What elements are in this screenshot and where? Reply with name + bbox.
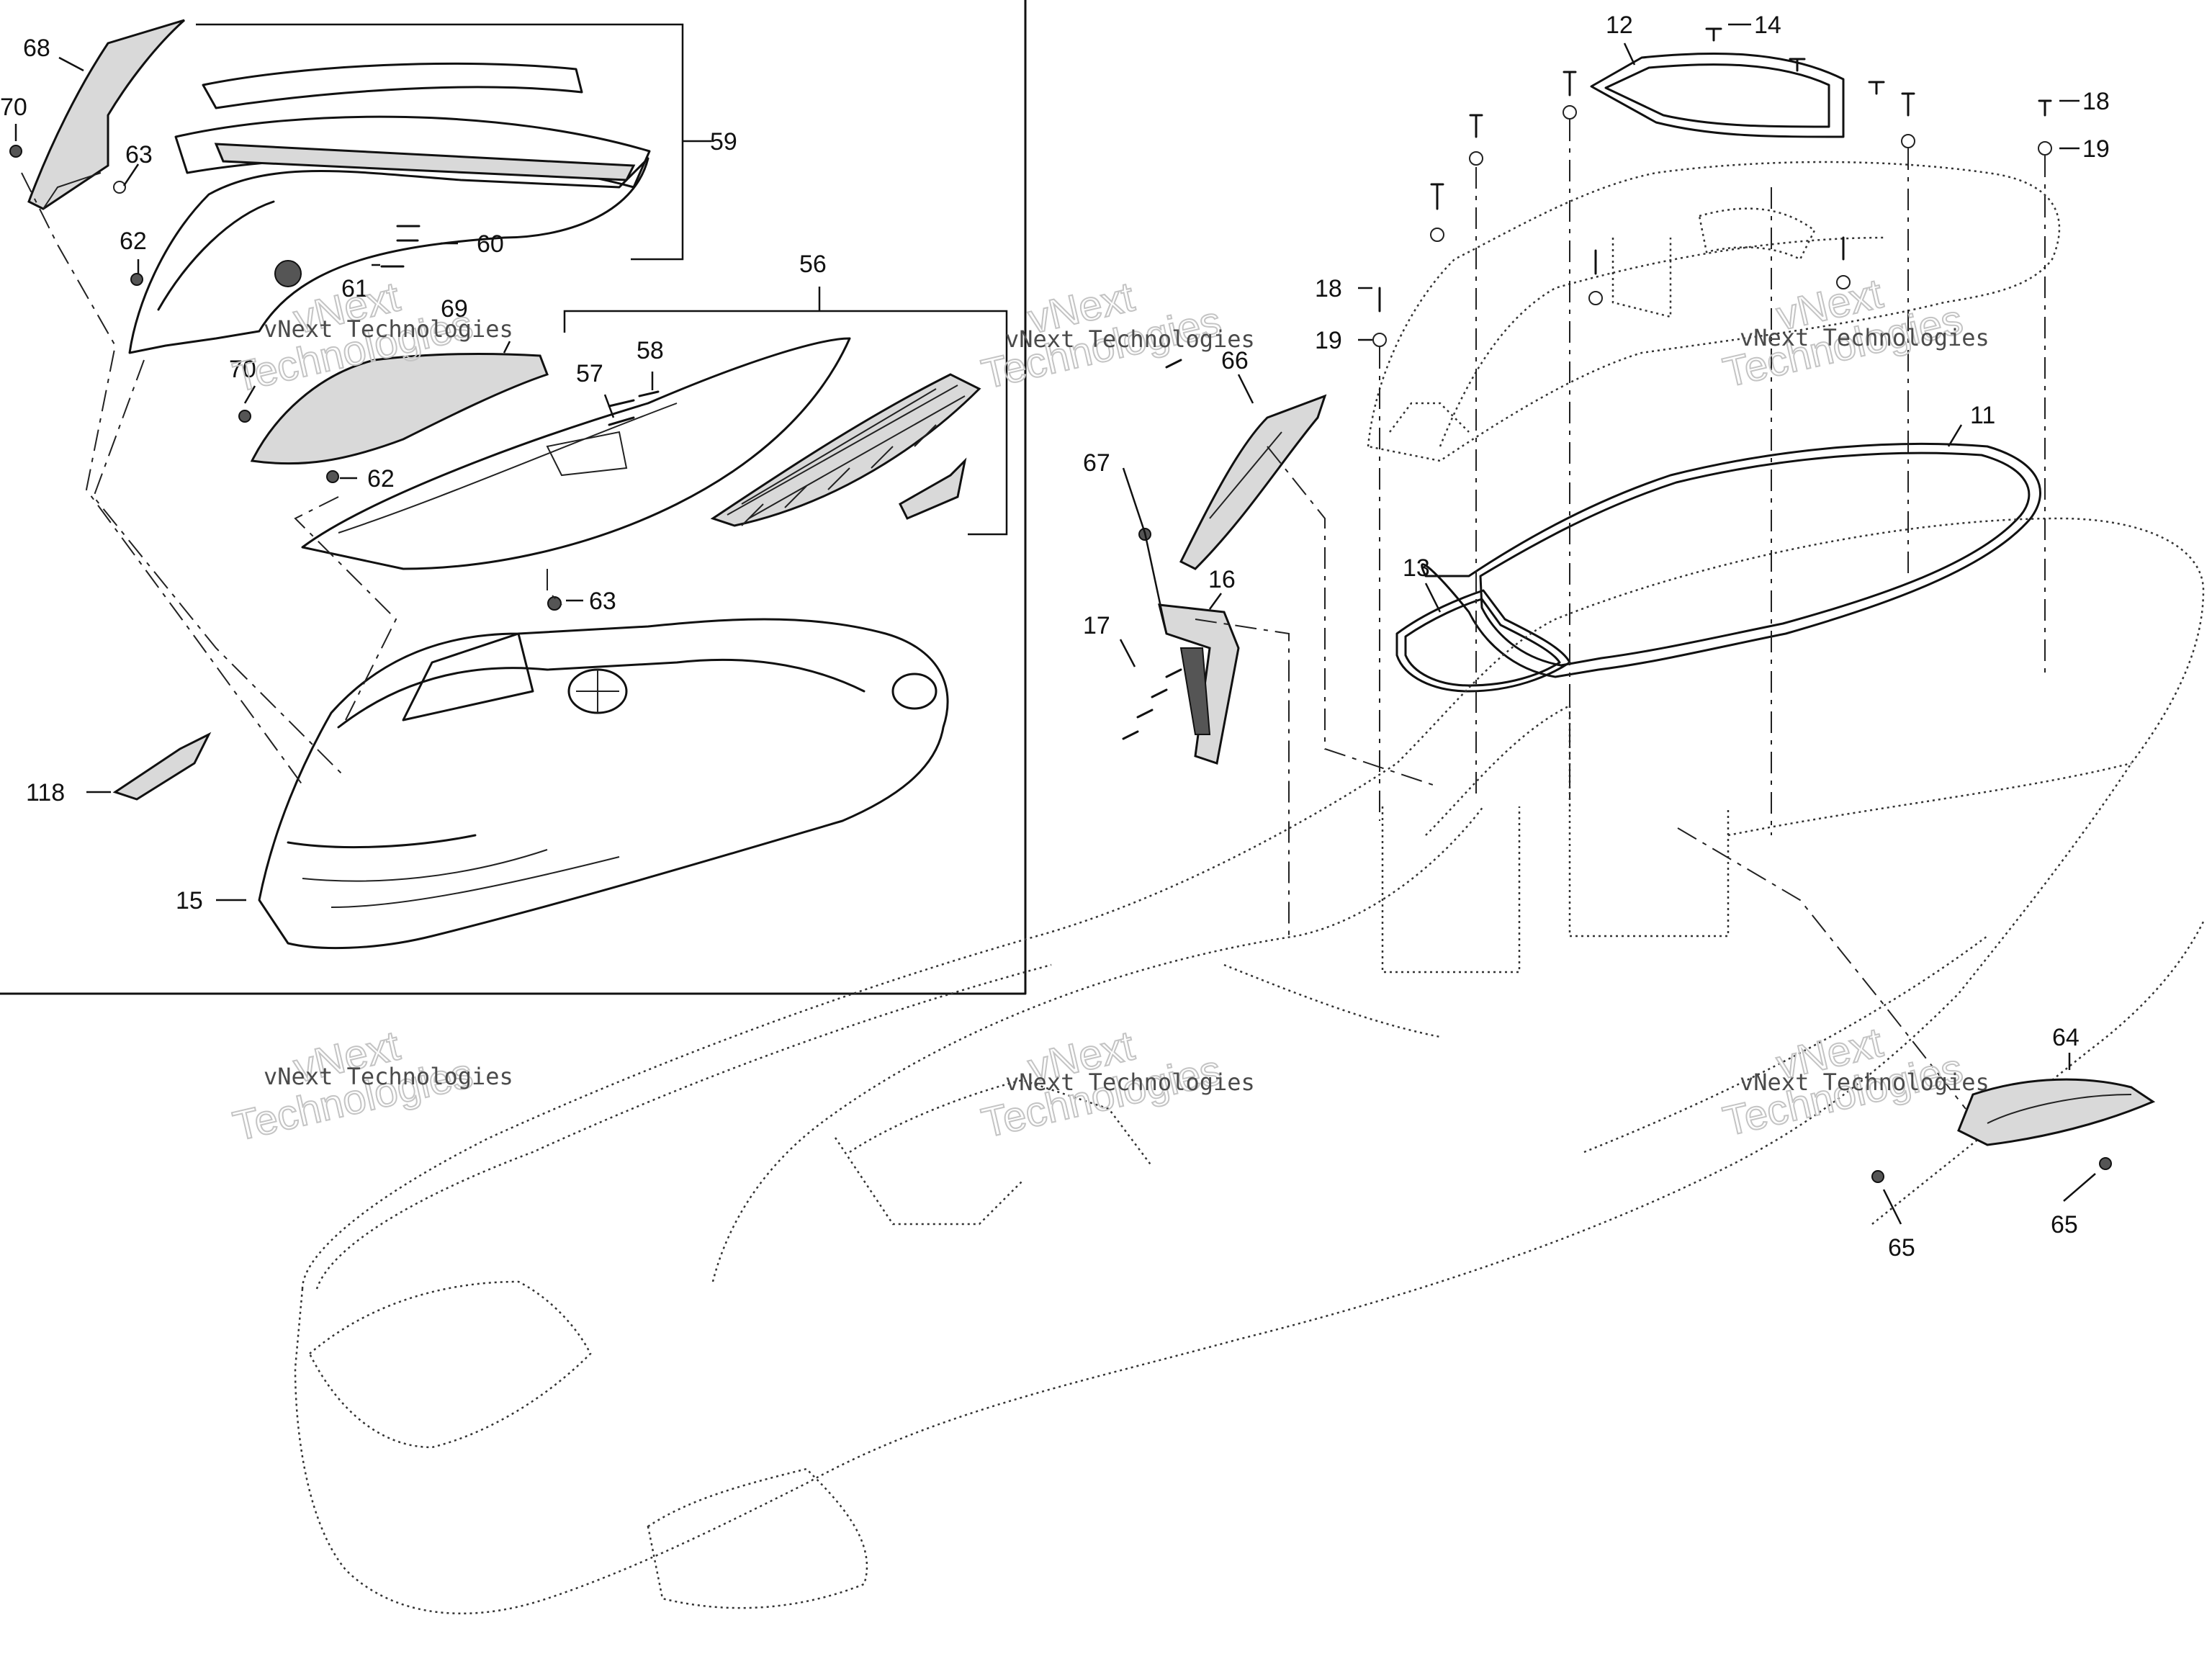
- callout-68: 68: [23, 35, 50, 62]
- callout-63: 63: [125, 141, 153, 168]
- small-bracket-56: [899, 457, 967, 520]
- callout-58: 58: [637, 337, 664, 364]
- callout-16: 16: [1208, 566, 1236, 593]
- bracket-59: [196, 23, 711, 261]
- callout-14: 14: [1754, 12, 1781, 39]
- callout-70: 70: [229, 356, 256, 383]
- callout-18: 18: [2082, 88, 2110, 115]
- hull-deck: [294, 517, 2205, 1614]
- callout-leaders: [14, 23, 2096, 1225]
- cover-panel-56: [301, 337, 851, 570]
- callout-63: 63: [589, 588, 616, 615]
- callout-19: 19: [1315, 327, 1342, 354]
- callout-64: 64: [2052, 1024, 2080, 1051]
- callout-65: 65: [2051, 1211, 2078, 1238]
- gasket-13: [1395, 589, 1571, 693]
- callout-57: 57: [576, 360, 603, 387]
- watermark-text: vNext Technologies: [1740, 1069, 1990, 1096]
- seal-12: [1590, 52, 1845, 138]
- front-cowl-15: [258, 618, 949, 950]
- callout-61: 61: [341, 275, 369, 302]
- callout-17: 17: [1083, 612, 1110, 639]
- callout-65: 65: [1888, 1234, 1915, 1262]
- assembly-lines-left: [21, 172, 562, 786]
- inset-frame: [0, 0, 1027, 995]
- bracket-16: [1158, 603, 1240, 765]
- watermark-text: vNext Technologies: [264, 315, 513, 343]
- grille-56: [710, 373, 981, 527]
- gasket-11: [1421, 442, 2041, 678]
- side-panel-66: [1179, 394, 1327, 570]
- callout-69: 69: [441, 295, 468, 323]
- callout-66: 66: [1221, 347, 1249, 374]
- callout-70: 70: [0, 94, 27, 121]
- top-trim-59: [174, 62, 651, 189]
- callout-15: 15: [176, 887, 203, 914]
- side-panel-69: [250, 353, 549, 465]
- callout-18: 18: [1315, 275, 1342, 302]
- callout-13: 13: [1403, 554, 1430, 582]
- fasteners-left: [9, 145, 660, 611]
- callout-19: 19: [2082, 135, 2110, 163]
- watermark-text: vNext Technologies: [1740, 324, 1990, 351]
- assembly-lines-right: [1195, 120, 2046, 1110]
- watermark-text: vNext Technologies: [1005, 325, 1255, 353]
- watermark-text: vNext Technologies: [1005, 1069, 1255, 1096]
- callout-labels: 68 70 63 62 61 60 59 69 70 57 58 56 62 6…: [0, 12, 2110, 1262]
- side-panel-64: [1957, 1078, 2156, 1146]
- callout-12: 12: [1606, 12, 1633, 39]
- storage-bin-top: [1367, 161, 2061, 462]
- fasteners-right: [1122, 27, 2112, 1183]
- small-cover-118: [112, 732, 212, 801]
- side-panel-68: [27, 19, 185, 210]
- callout-60: 60: [477, 230, 504, 258]
- callout-67: 67: [1083, 449, 1110, 477]
- callout-118: 118: [26, 779, 65, 806]
- callout-62: 62: [367, 465, 395, 493]
- front-cowl-frame: [128, 157, 649, 354]
- callout-56: 56: [799, 251, 827, 278]
- callout-59: 59: [710, 128, 737, 156]
- callout-11: 11: [1970, 402, 1995, 429]
- callout-62: 62: [120, 228, 147, 255]
- watermark-text: vNext Technologies: [264, 1063, 513, 1090]
- bracket-56: [563, 287, 1008, 536]
